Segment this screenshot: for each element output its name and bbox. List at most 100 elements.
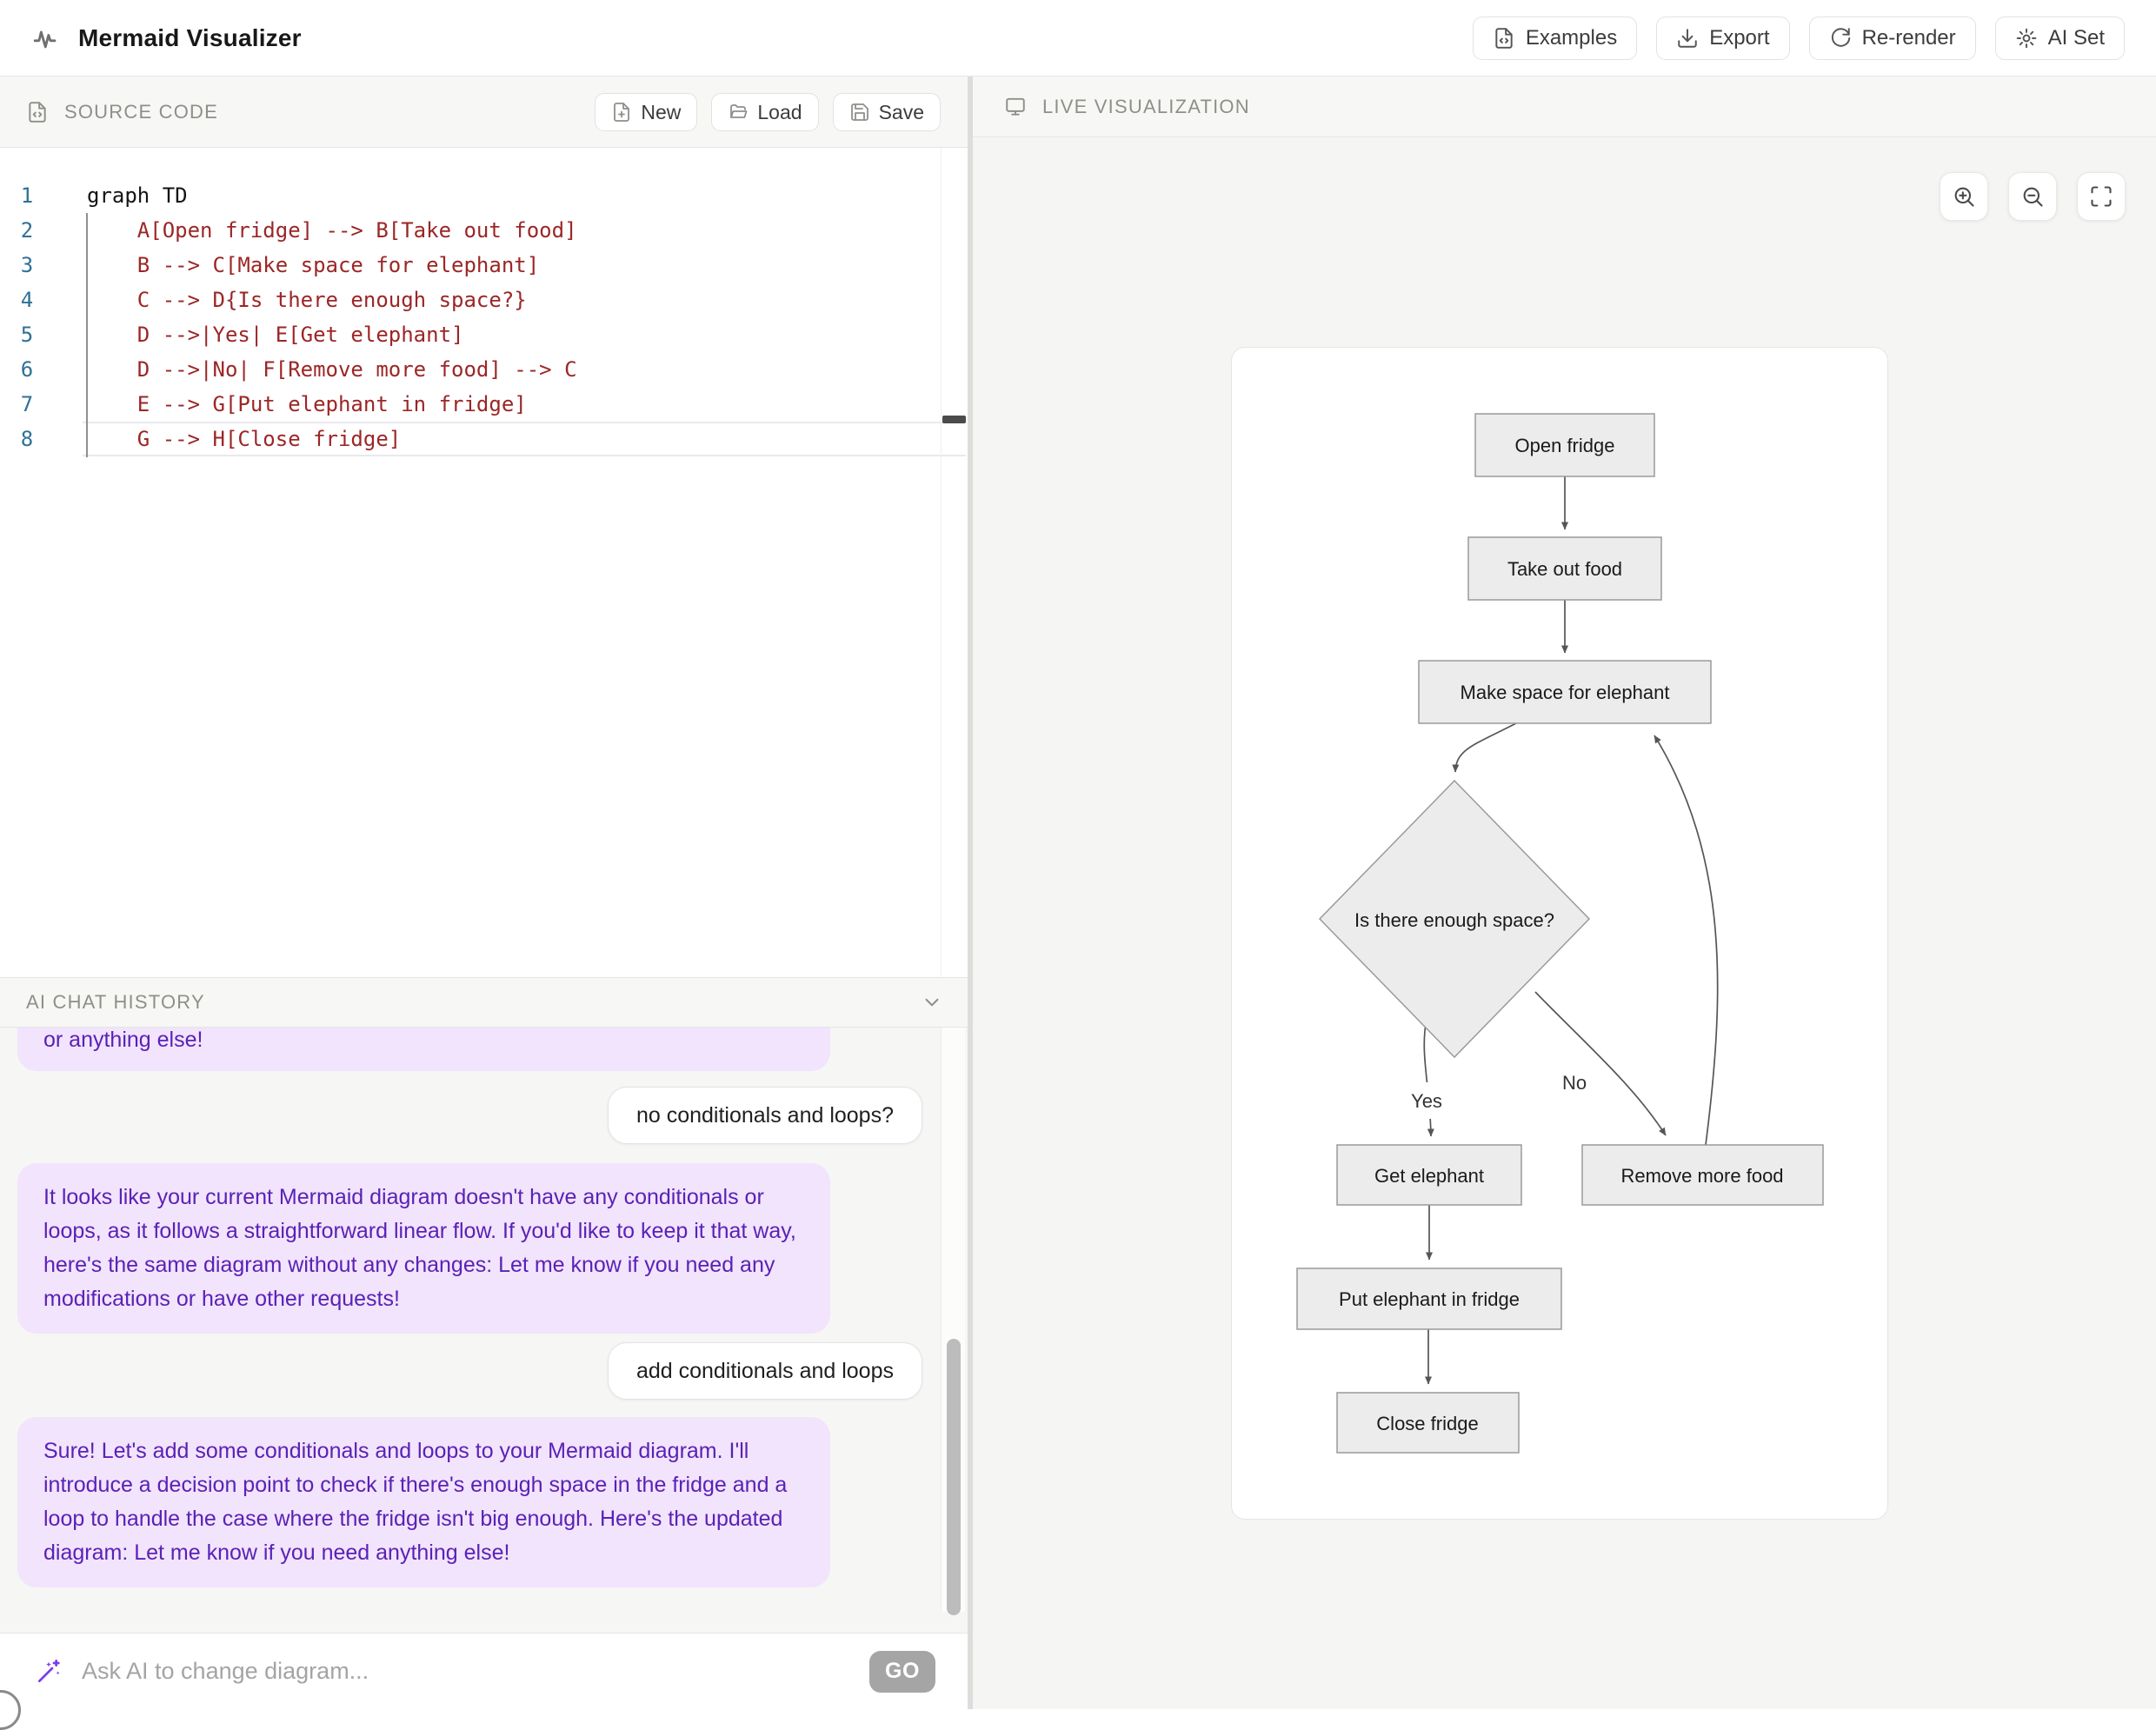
ask-ai-input[interactable] xyxy=(82,1658,869,1685)
chat-history-header[interactable]: AI CHAT HISTORY xyxy=(0,977,968,1028)
ai-message-text: or anything else! xyxy=(43,1028,203,1052)
svg-text:Put elephant in fridge: Put elephant in fridge xyxy=(1339,1288,1520,1310)
ai-message-text: Sure! Let's add some conditionals and lo… xyxy=(43,1439,788,1565)
svg-text:Remove more food: Remove more food xyxy=(1620,1165,1783,1187)
code-line-6[interactable]: 6 D -->|No| F[Remove more food] --> C xyxy=(0,352,968,387)
source-code-header: SOURCE CODE New Load Save xyxy=(0,77,968,148)
line-number: 8 xyxy=(20,427,34,451)
node-remove-more-food[interactable]: Remove more food xyxy=(1581,1144,1824,1206)
node-decision-enough-space[interactable]: Is there enough space? xyxy=(1318,779,1591,1059)
svg-text:Take out food: Take out food xyxy=(1507,558,1622,580)
code-line-1[interactable]: 1 graph TD xyxy=(0,178,968,213)
code-text: G --> H[Close fridge] xyxy=(87,427,402,451)
code-text: A[Open fridge] --> B[Take out food] xyxy=(87,218,577,243)
fullscreen-icon xyxy=(2091,186,2112,207)
edge-d-e-yes xyxy=(1423,1018,1434,1137)
chat-message-list[interactable]: or anything else! no conditionals and lo… xyxy=(0,1028,968,1633)
chat-history-title: AI CHAT HISTORY xyxy=(26,991,205,1013)
folder-open-icon xyxy=(728,102,749,123)
ai-message-text: It looks like your current Mermaid diagr… xyxy=(43,1185,796,1311)
visualization-canvas[interactable]: Yes No Open fridge Take out food M xyxy=(973,137,2156,1709)
line-number: 2 xyxy=(20,218,34,243)
user-message-text: add conditionals and loops xyxy=(635,1358,894,1383)
code-line-5[interactable]: 5 D -->|Yes| E[Get elephant] xyxy=(0,317,968,352)
code-text: E --> G[Put elephant in fridge] xyxy=(87,392,527,416)
zoom-out-button[interactable] xyxy=(2008,172,2057,221)
visualization-panel: LIVE VISUALIZATION xyxy=(973,77,2156,1709)
svg-text:No: No xyxy=(1562,1072,1587,1094)
editor-scrollbar-thumb[interactable] xyxy=(942,416,966,423)
node-take-out-food[interactable]: Take out food xyxy=(1467,536,1662,601)
header-actions: Examples Export Re-render AI Set xyxy=(1472,17,2125,60)
source-actions: New Load Save xyxy=(595,93,941,131)
rerender-button[interactable]: Re-render xyxy=(1808,17,1976,60)
line-number: 3 xyxy=(20,253,34,277)
save-label: Save xyxy=(878,100,924,123)
svg-text:Yes: Yes xyxy=(1411,1090,1442,1112)
refresh-icon xyxy=(1829,27,1852,50)
save-button[interactable]: Save xyxy=(832,93,941,131)
editor-scroll-track xyxy=(941,148,942,977)
code-text: D -->|No| F[Remove more food] --> C xyxy=(87,357,577,382)
app-header: Mermaid Visualizer Examples Export Re-re… xyxy=(0,0,2156,77)
code-line-8[interactable]: 8 G --> H[Close fridge] xyxy=(0,422,968,456)
chat-scrollbar-thumb[interactable] xyxy=(947,1339,961,1615)
load-label: Load xyxy=(757,100,802,123)
svg-text:Close fridge: Close fridge xyxy=(1376,1413,1478,1434)
chevron-down-icon[interactable] xyxy=(921,991,943,1014)
indent-guide xyxy=(86,213,88,457)
magic-wand-icon xyxy=(35,1658,63,1686)
code-line-4[interactable]: 4 C --> D{Is there enough space?} xyxy=(0,283,968,317)
node-close-fridge[interactable]: Close fridge xyxy=(1336,1392,1520,1454)
user-message: add conditionals and loops xyxy=(607,1342,922,1400)
code-editor[interactable]: 1 graph TD 2 A[Open fridge] --> B[Take o… xyxy=(0,148,968,977)
svg-text:Open fridge: Open fridge xyxy=(1515,435,1615,456)
zoom-out-icon xyxy=(2023,187,2043,207)
new-button[interactable]: New xyxy=(595,93,698,131)
source-panel: SOURCE CODE New Load Save 1 graph TD 2 xyxy=(0,77,968,1730)
panel-divider[interactable] xyxy=(968,77,973,1709)
code-text: B --> C[Make space for elephant] xyxy=(87,253,540,277)
file-code-icon xyxy=(1493,27,1515,50)
node-make-space[interactable]: Make space for elephant xyxy=(1418,660,1712,724)
export-button[interactable]: Export xyxy=(1656,17,1790,60)
examples-label: Examples xyxy=(1525,26,1618,50)
flowchart-svg: Yes No Open fridge Take out food M xyxy=(1296,413,1824,1454)
load-button[interactable]: Load xyxy=(711,93,819,131)
edge-f-c-loop xyxy=(1654,735,1719,1146)
fullscreen-button[interactable] xyxy=(2077,172,2126,221)
mermaid-diagram-card[interactable]: Yes No Open fridge Take out food M xyxy=(1231,347,1888,1520)
code-text: C --> D{Is there enough space?} xyxy=(87,288,527,312)
new-label: New xyxy=(641,100,682,123)
activity-logo-icon xyxy=(31,23,61,53)
code-line-2[interactable]: 2 A[Open fridge] --> B[Take out food] xyxy=(0,213,968,248)
go-button[interactable]: GO xyxy=(869,1650,935,1693)
examples-button[interactable]: Examples xyxy=(1472,17,1638,60)
zoom-in-button[interactable] xyxy=(1940,172,1988,221)
export-label: Export xyxy=(1709,26,1770,50)
ai-settings-button[interactable]: AI Set xyxy=(1994,17,2125,60)
code-line-7[interactable]: 7 E --> G[Put elephant in fridge] xyxy=(0,387,968,422)
page-title: Mermaid Visualizer xyxy=(78,23,302,51)
user-message: no conditionals and loops? xyxy=(607,1087,922,1144)
edge-c-d xyxy=(1452,722,1517,773)
line-number: 7 xyxy=(20,392,34,416)
line-number: 6 xyxy=(20,357,34,382)
file-plus-icon xyxy=(611,102,632,123)
ai-message: Sure! Let's add some conditionals and lo… xyxy=(17,1417,830,1587)
node-open-fridge[interactable]: Open fridge xyxy=(1474,413,1655,477)
node-put-elephant[interactable]: Put elephant in fridge xyxy=(1296,1268,1562,1330)
rerender-label: Re-render xyxy=(1861,26,1956,50)
svg-text:Make space for elephant: Make space for elephant xyxy=(1461,682,1670,703)
user-message-text: no conditionals and loops? xyxy=(635,1102,894,1128)
live-visualization-title: LIVE VISUALIZATION xyxy=(1042,95,1250,117)
node-get-elephant[interactable]: Get elephant xyxy=(1336,1144,1522,1206)
monitor-icon xyxy=(1006,97,1025,116)
live-visualization-header: LIVE VISUALIZATION xyxy=(973,77,2156,137)
code-line-3[interactable]: 3 B --> C[Make space for elephant] xyxy=(0,248,968,283)
svg-text:Is there enough space?: Is there enough space? xyxy=(1354,909,1554,931)
active-line-highlight xyxy=(83,422,966,456)
ai-message-partial: or anything else! xyxy=(17,1028,830,1071)
code-text: graph TD xyxy=(87,183,188,208)
line-number: 1 xyxy=(20,183,34,208)
